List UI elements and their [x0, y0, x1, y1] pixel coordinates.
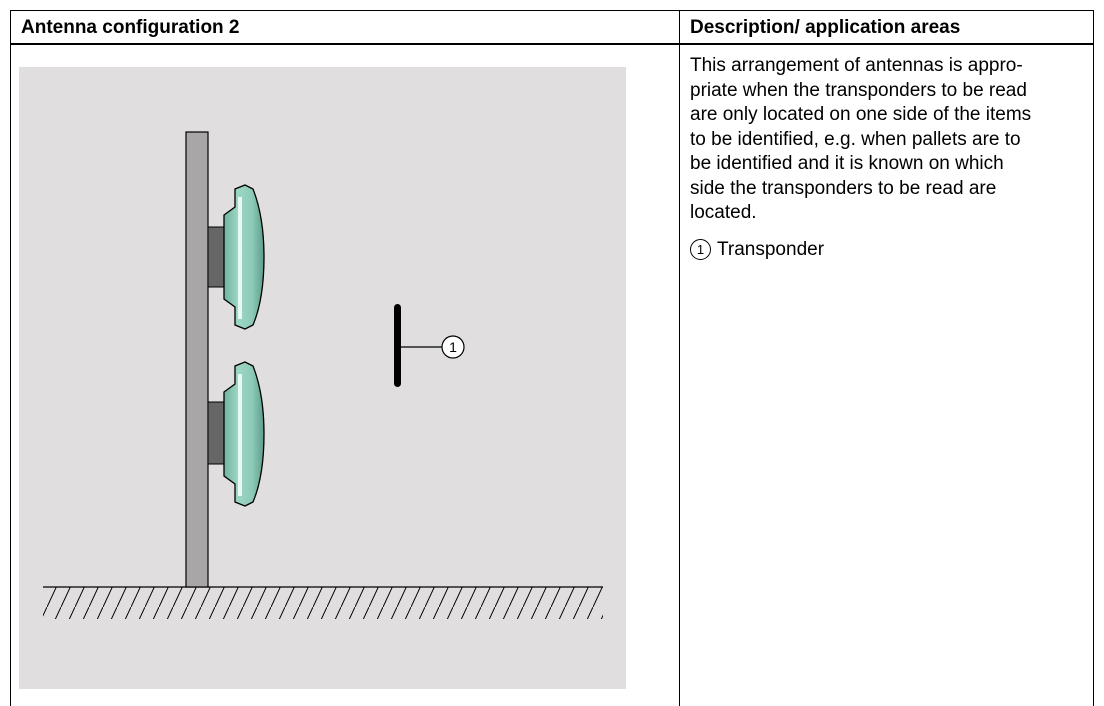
- transponder-callout-circle: [441, 335, 465, 359]
- description-line: are only located on one side of the item…: [690, 104, 1032, 125]
- description-line: located.: [690, 202, 757, 223]
- antenna-configuration-figure: 1: [19, 67, 626, 689]
- description-line: to be identified, e.g. when pallets are …: [690, 128, 1021, 150]
- description-line: priate when the transponders to be read: [690, 79, 1027, 101]
- description-line: This arrangement of antennas is appro-: [690, 55, 1023, 76]
- antenna-upper-body: [223, 184, 265, 330]
- transponder: [394, 304, 401, 387]
- description-line: be identified and it is known on which: [690, 153, 1004, 174]
- description-paragraph: This arrangement of antennas is appro- p…: [690, 54, 1086, 226]
- table-header-row: Antenna configuration 2 Description/ app…: [11, 11, 1093, 45]
- transponder-callout-number: 1: [449, 339, 457, 355]
- document-table: Antenna configuration 2 Description/ app…: [10, 10, 1094, 706]
- antenna-diagram: 1: [19, 67, 626, 689]
- antenna-lower-mount: [207, 401, 225, 465]
- figure-background: [19, 67, 626, 689]
- antenna-lower: [207, 361, 265, 507]
- mounting-post: [185, 131, 209, 588]
- description-line: side the transponders to be read are: [690, 177, 997, 199]
- legend-callout-number: 1: [690, 238, 711, 260]
- legend-label: Transponder: [717, 238, 825, 260]
- antenna-upper-mount: [207, 226, 225, 288]
- header-antenna-configuration: Antenna configuration 2: [21, 17, 240, 38]
- legend-item: 1 Transponder: [690, 238, 1086, 263]
- column-divider: [679, 11, 680, 706]
- antenna-upper: [207, 184, 265, 330]
- ground-hatching: [43, 587, 603, 619]
- header-description: Description/ application areas: [690, 17, 961, 38]
- antenna-lower-body: [223, 361, 265, 507]
- description-cell: This arrangement of antennas is appro- p…: [690, 54, 1086, 262]
